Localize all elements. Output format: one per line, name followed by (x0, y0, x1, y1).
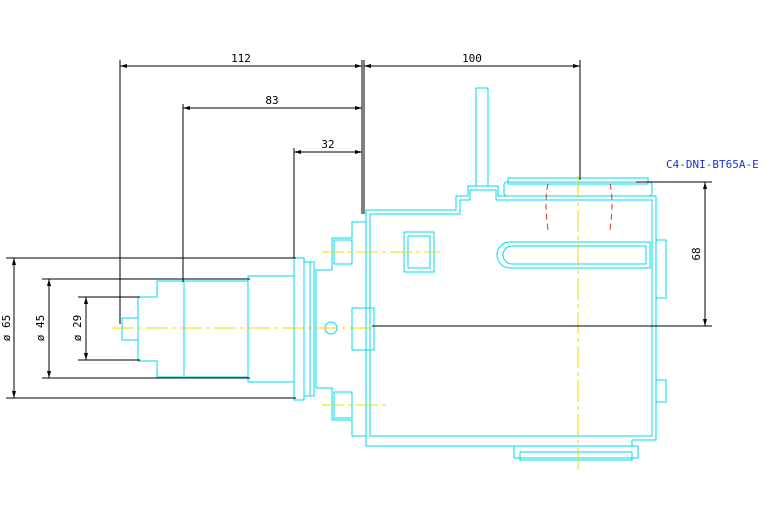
housing-slot (496, 241, 651, 269)
dimension-arrows (12, 64, 707, 398)
part-label: C4-DNI-BT65A-E (666, 158, 759, 171)
dim-68: 68 (690, 247, 703, 260)
bottom-foot (513, 445, 639, 459)
dim-83: 83 (265, 94, 278, 107)
shaft-key (121, 317, 139, 341)
dim-dia-45: ø 45 (34, 315, 47, 342)
dimension-labels: 112 100 83 32 68 ø 65 ø 45 ø 29 (0, 52, 703, 341)
vertical-post (475, 87, 489, 187)
dim-dia-65: ø 65 (0, 315, 13, 342)
dimension-lines (6, 60, 712, 399)
flange (293, 257, 305, 401)
dim-100: 100 (462, 52, 482, 65)
center-lines (112, 176, 579, 472)
dim-112: 112 (231, 52, 251, 65)
dim-32: 32 (321, 138, 334, 151)
side-boss (655, 239, 667, 299)
part-outline (121, 87, 667, 461)
adaptor-plate (315, 221, 367, 437)
dim-dia-29: ø 29 (71, 315, 84, 342)
flange-ring (303, 261, 315, 397)
shaft-middle (183, 280, 249, 378)
shaft-collar (247, 275, 295, 383)
main-housing (365, 185, 657, 447)
center-boss (351, 307, 375, 351)
hidden-lines (545, 183, 613, 231)
shaft-nose (121, 280, 185, 378)
